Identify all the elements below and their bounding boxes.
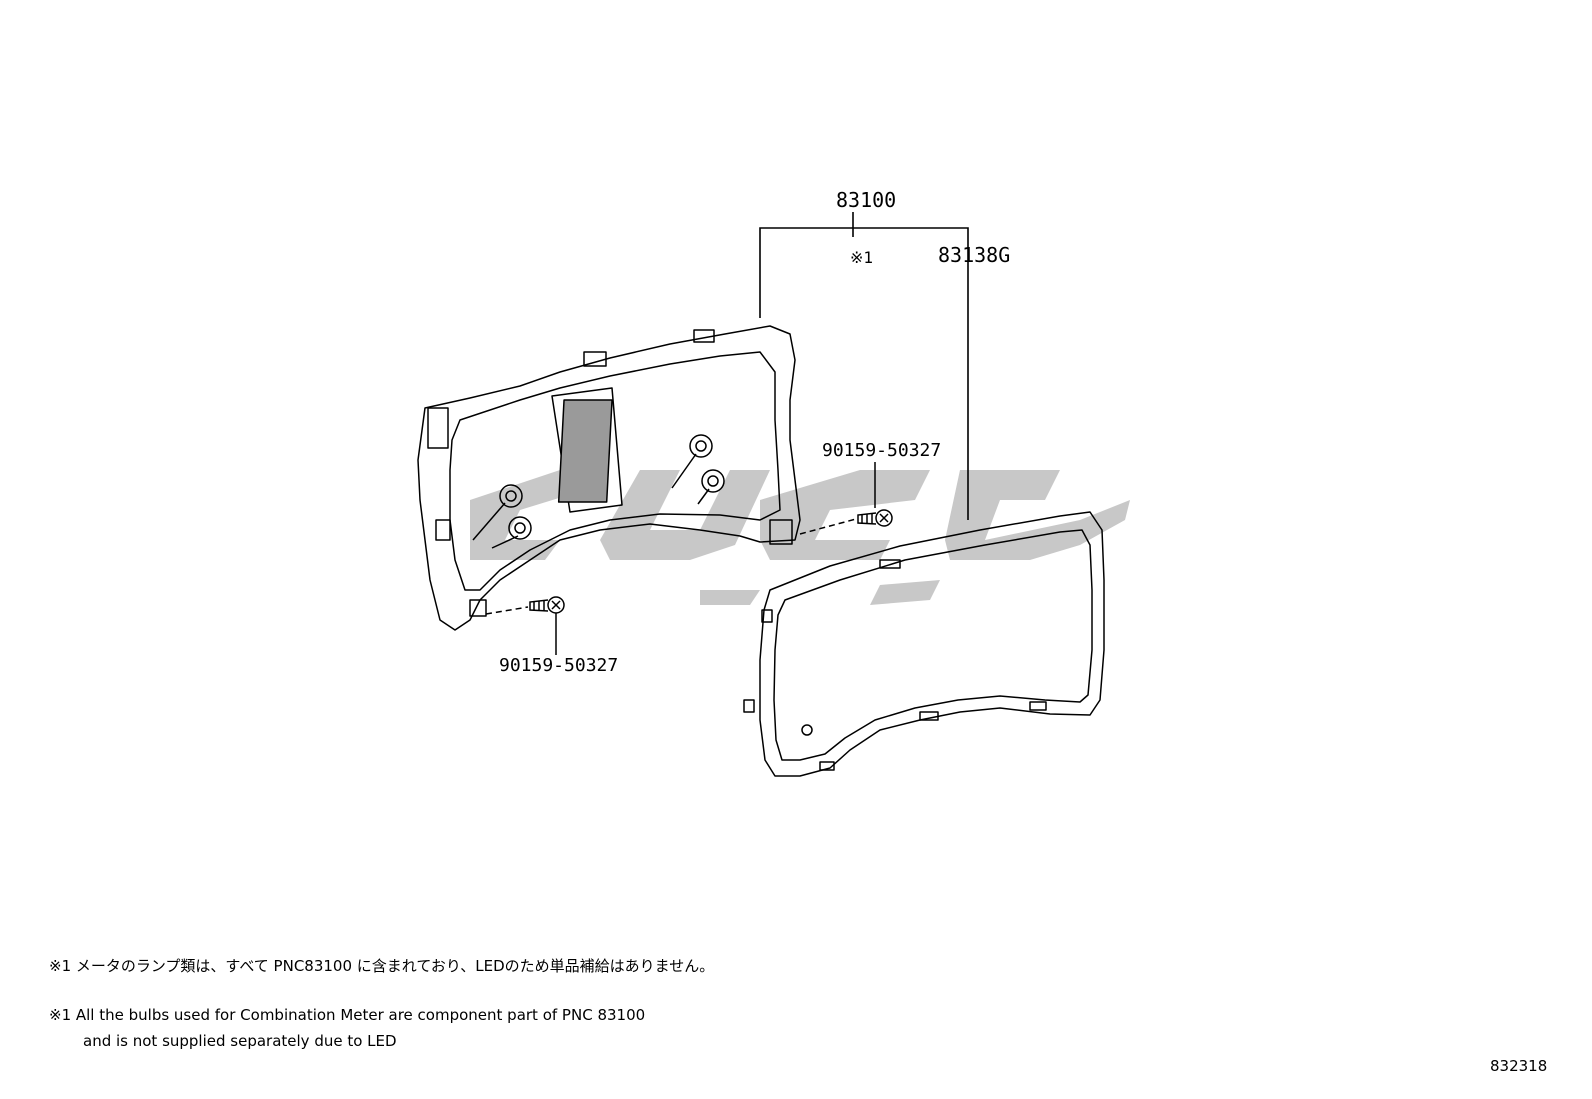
leader-lines — [759, 212, 969, 520]
screw-left-drawing — [529, 596, 565, 614]
assembly-note-reference: ※1 — [850, 248, 874, 267]
screw-right-drawing — [857, 509, 893, 527]
part-number-assembly: 83100 — [836, 188, 897, 212]
combination-meter-housing — [417, 325, 801, 631]
part-number-screw-left: 90159-50327 — [499, 655, 619, 676]
note-japanese: ※1 メータのランプ類は、すべて PNC83100 に含まれており、LEDのため… — [49, 957, 715, 975]
meter-lens-glass — [743, 511, 1105, 777]
note-english-line1: ※1 All the bulbs used for Combination Me… — [49, 1006, 646, 1024]
note-english-line2: and is not supplied separately due to LE… — [83, 1032, 397, 1050]
screw-leader-lines — [485, 462, 876, 655]
diagram-id: 832318 — [1490, 1057, 1548, 1075]
part-number-lens: 83138G — [938, 243, 1011, 267]
part-number-screw-right: 90159-50327 — [822, 440, 942, 461]
